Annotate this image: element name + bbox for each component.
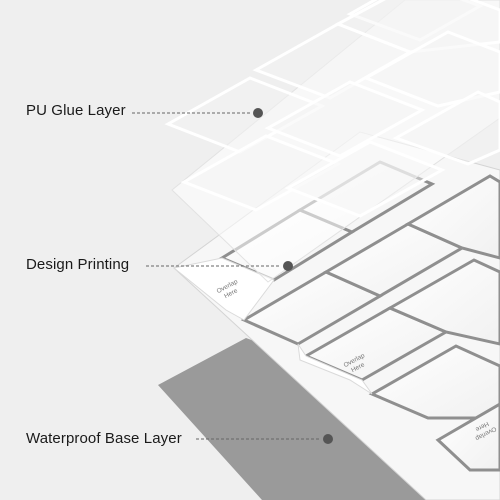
glue-tile [164,76,326,154]
callout-dot [283,261,293,271]
overlap-strip [172,257,275,321]
glue-tile [346,0,484,42]
callout-glue [132,108,263,118]
pu-glue-layer [164,0,500,283]
label-pu-glue-layer: PU Glue Layer [26,102,126,119]
label-waterproof-base-layer: Waterproof Base Layer [26,430,182,447]
printed-tile [404,174,500,260]
glue-tile [334,0,500,54]
printed-tile [435,402,500,472]
printed-tile [368,344,500,420]
callout-print [146,261,293,271]
callout-dot [323,434,333,444]
overlap-strip [297,343,373,395]
glue-tile [180,134,342,212]
printed-tile [386,258,500,346]
overlap-areas [172,257,373,395]
glue-tile [264,80,426,158]
label-design-printing: Design Printing [26,256,130,273]
glue-tile [284,140,446,218]
callout-base [196,434,333,444]
callout-dot [253,108,263,118]
glue-tile [392,90,500,166]
glue-tile [362,30,500,108]
glue-sheet [171,0,500,283]
